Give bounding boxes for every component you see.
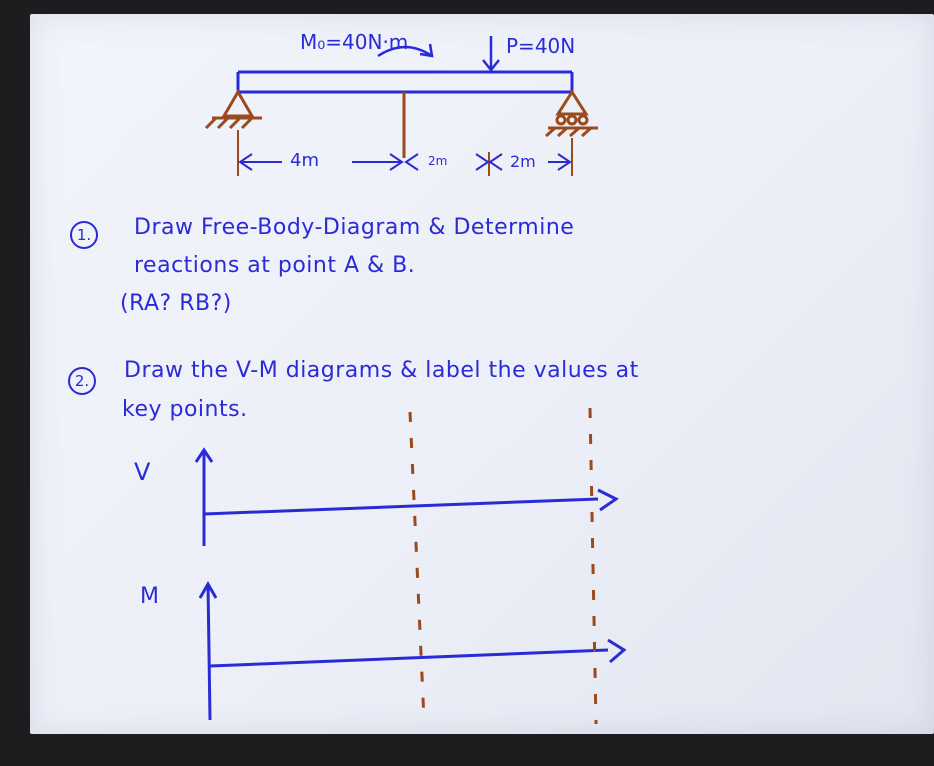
dimension-2m-second: 2m xyxy=(510,152,536,171)
moment-arrow xyxy=(377,43,434,58)
moment-label: M₀=40N·m xyxy=(300,30,409,54)
force-label: P=40N xyxy=(506,34,576,58)
guide-line-4m xyxy=(408,411,426,721)
whiteboard xyxy=(30,14,934,734)
dimension-4m: 4m xyxy=(290,150,319,171)
dimension-2m-first: 2m xyxy=(428,154,448,168)
question-1-line-2: reactions at point A & B. xyxy=(134,253,416,278)
roller-support-b xyxy=(545,89,598,138)
dimension-arrows xyxy=(238,153,572,171)
question-2-number: 2. xyxy=(68,367,96,395)
question-2-line-1: Draw the V-M diagrams & label the values… xyxy=(124,358,639,383)
question-2-line-2: key points. xyxy=(122,397,248,422)
point-load-arrow xyxy=(482,36,500,73)
question-1-line-3: (RA? RB?) xyxy=(120,291,232,316)
pin-support-a xyxy=(204,89,262,130)
question-1-number: 1. xyxy=(70,221,98,249)
moment-axis-label: M xyxy=(140,584,159,609)
shear-axis-label: V xyxy=(134,458,151,486)
moment-diagram-axes xyxy=(198,580,627,721)
shear-diagram-axes xyxy=(194,447,619,546)
guide-line-6m xyxy=(588,407,598,725)
question-1-line-1: Draw Free-Body-Diagram & Determine xyxy=(134,215,575,240)
